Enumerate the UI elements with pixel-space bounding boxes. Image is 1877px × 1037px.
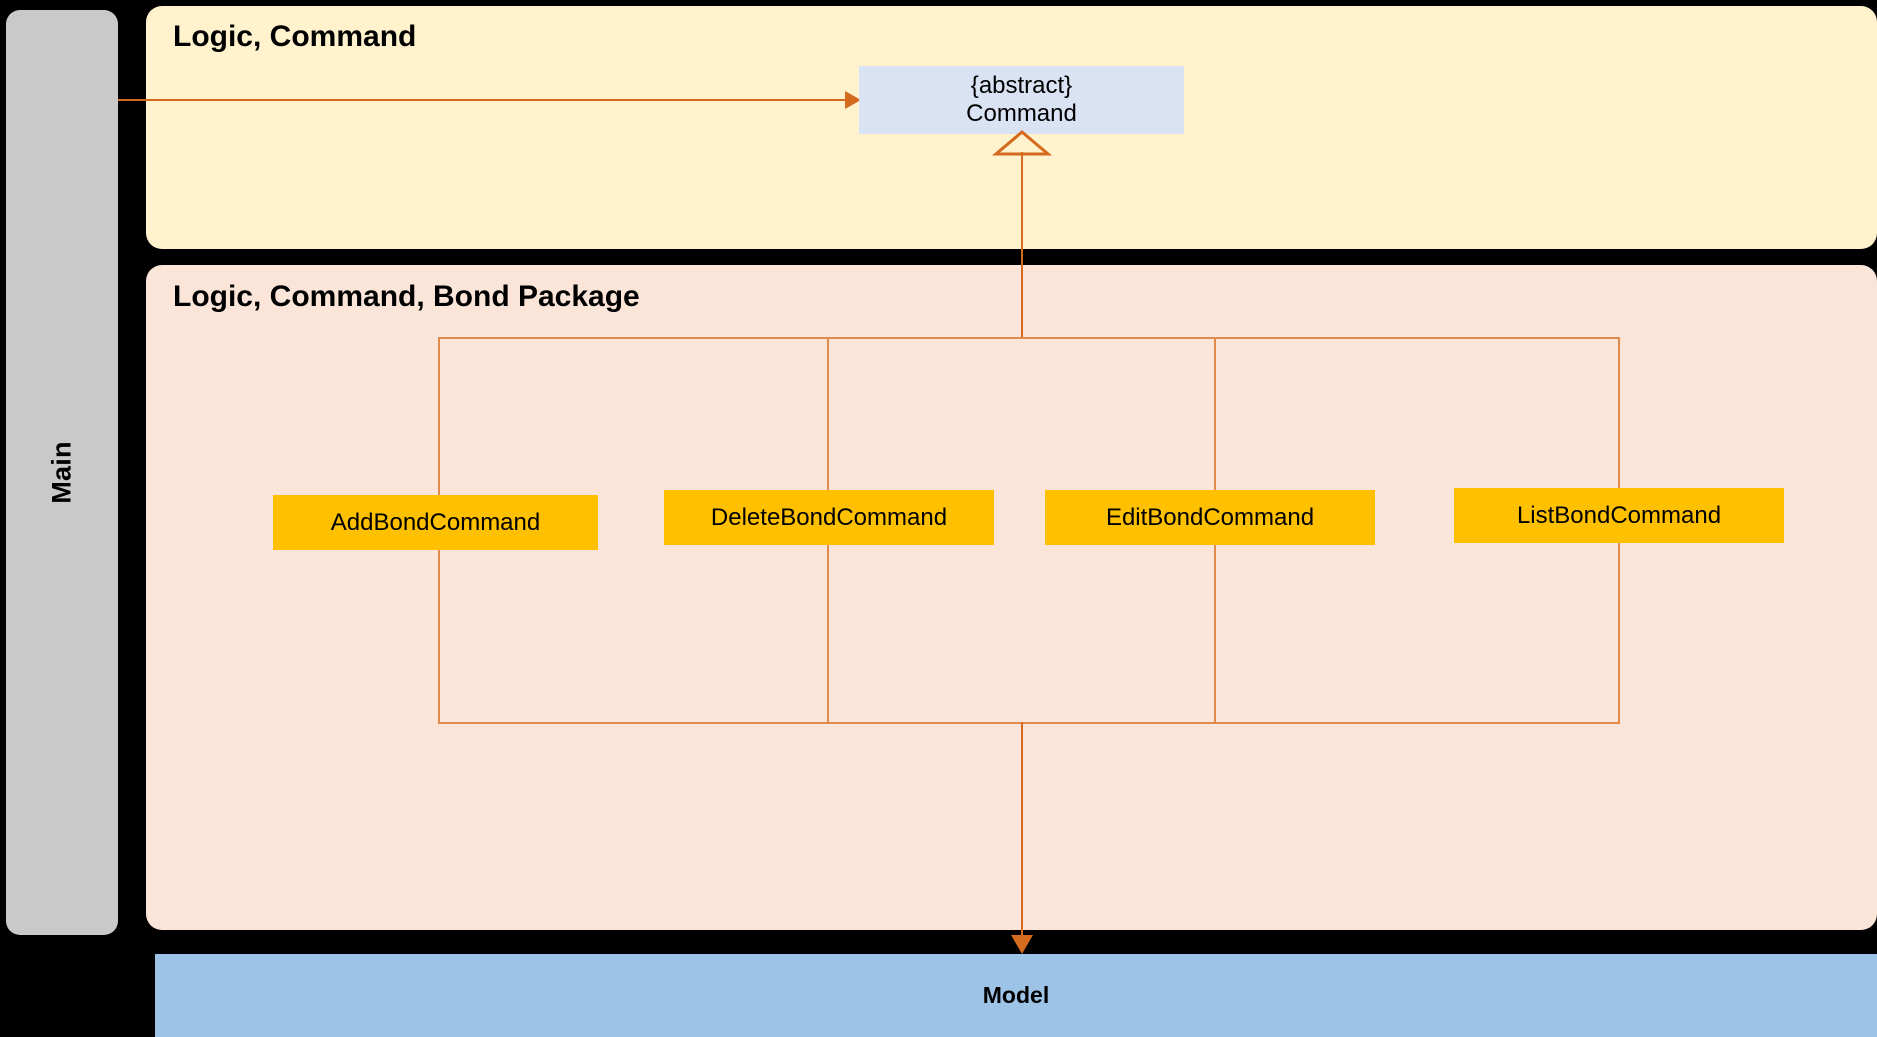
connector-command-generalization-stem	[1021, 152, 1023, 337]
main-package-label-wrapper: Main	[6, 10, 118, 935]
connector-bus-bottom	[438, 722, 1620, 724]
class-list-bond-command[interactable]: ListBondCommand	[1454, 488, 1784, 543]
package-logic-command-title: Logic, Command	[173, 20, 417, 53]
component-model-label: Model	[982, 982, 1050, 1008]
class-edit-bond-command[interactable]: EditBondCommand	[1045, 490, 1375, 545]
main-package-panel: Main	[6, 10, 118, 935]
connector-to-model-arrowhead	[1011, 935, 1033, 954]
class-command-name: Command	[966, 100, 1077, 127]
class-command-stereotype: {abstract}	[970, 71, 1073, 99]
class-add-bond-command-label: AddBondCommand	[330, 508, 541, 536]
connector-main-to-command-arrowhead	[845, 91, 861, 109]
class-add-bond-command[interactable]: AddBondCommand	[273, 495, 598, 550]
class-list-bond-command-label: ListBondCommand	[1516, 501, 1722, 529]
package-logic-command-bond: Logic, Command, Bond Package	[146, 265, 1877, 930]
main-package-label: Main	[46, 441, 77, 504]
class-delete-bond-command-label: DeleteBondCommand	[710, 503, 948, 531]
class-edit-bond-command-label: EditBondCommand	[1105, 503, 1315, 531]
component-model[interactable]: Model	[155, 954, 1877, 1037]
connector-main-to-command-line	[118, 99, 858, 101]
connector-bus-top	[438, 337, 1620, 339]
connector-to-model-line	[1021, 722, 1023, 937]
class-command[interactable]: {abstract} Command	[859, 66, 1184, 134]
package-logic-command-bond-title: Logic, Command, Bond Package	[173, 280, 640, 313]
class-delete-bond-command[interactable]: DeleteBondCommand	[664, 490, 994, 545]
